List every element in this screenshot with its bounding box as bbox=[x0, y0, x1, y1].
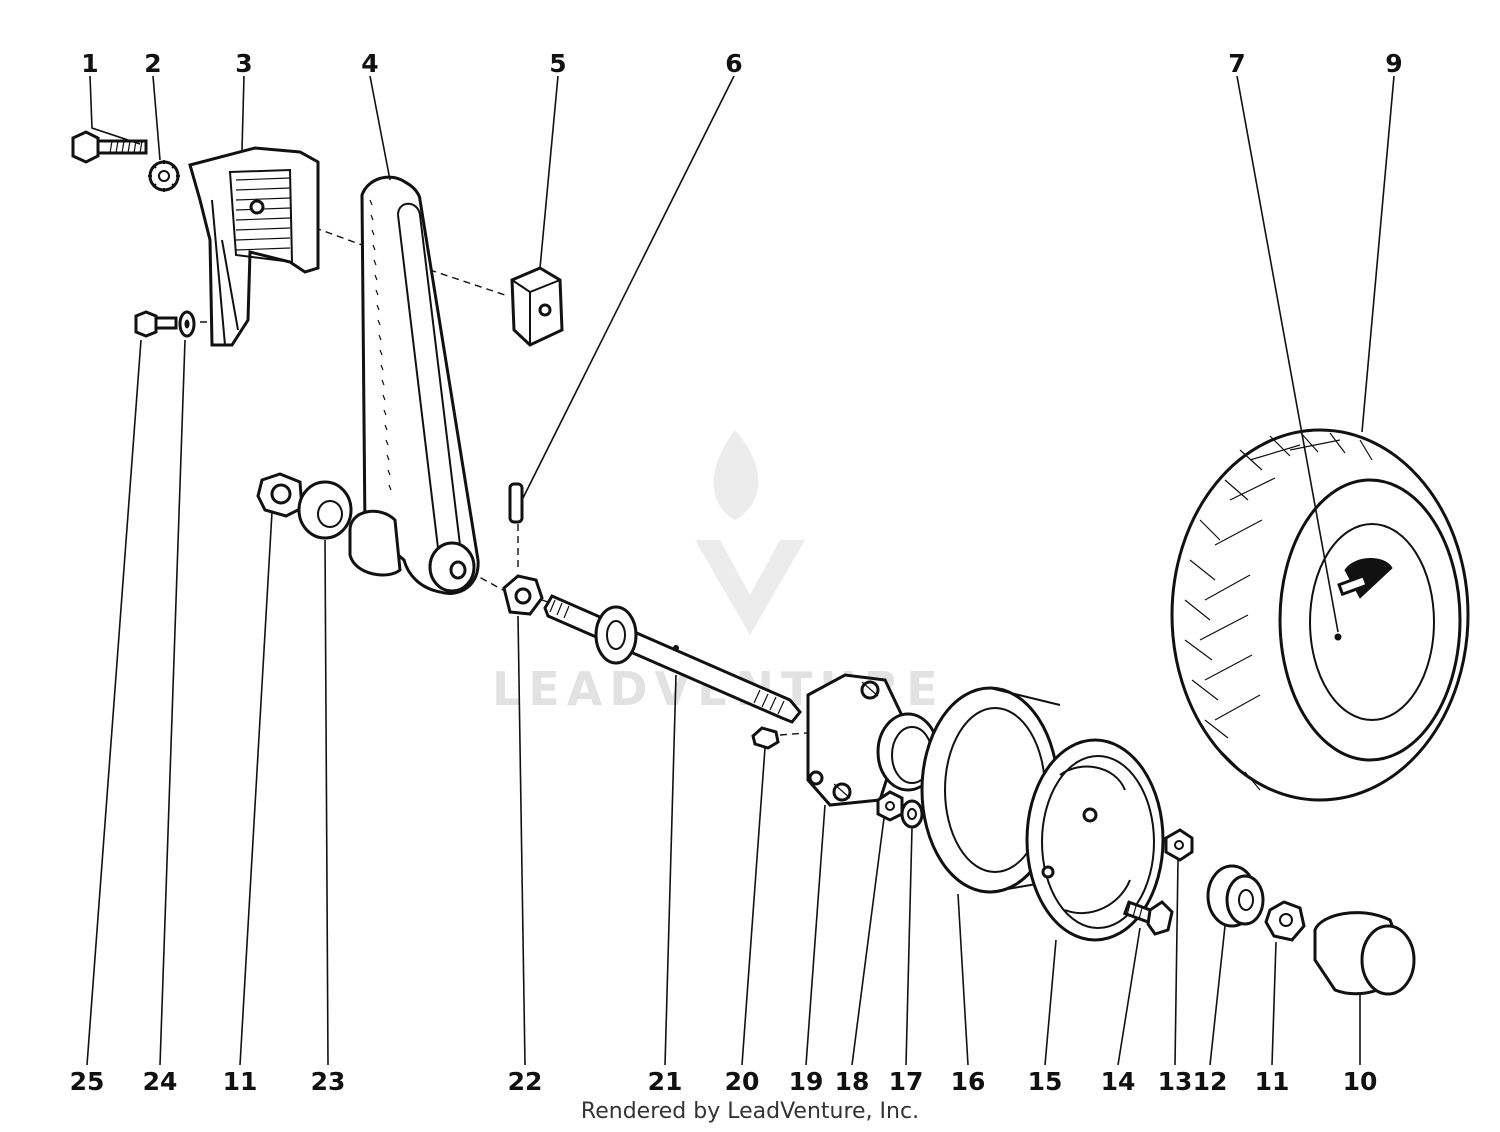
callout-9: 9 bbox=[1385, 49, 1402, 78]
tube-part-7[interactable] bbox=[1309, 523, 1435, 721]
callouts-top: 1 2 3 4 5 6 7 9 bbox=[81, 49, 1402, 78]
callout-2: 2 bbox=[144, 49, 161, 78]
callout-11-left: 11 bbox=[223, 1067, 258, 1096]
bolt-part-14[interactable] bbox=[1122, 900, 1174, 936]
callout-20: 20 bbox=[725, 1067, 760, 1096]
nut-part-11-right[interactable] bbox=[1264, 900, 1306, 942]
callout-12: 12 bbox=[1193, 1067, 1228, 1096]
bracket-part-3[interactable] bbox=[188, 146, 320, 347]
pin-part-6[interactable] bbox=[508, 482, 524, 524]
bolt-part-1[interactable] bbox=[71, 130, 148, 164]
nut-part-18[interactable] bbox=[876, 790, 904, 822]
callout-14: 14 bbox=[1101, 1067, 1136, 1096]
block-nut-part-5[interactable] bbox=[510, 266, 564, 347]
callout-7: 7 bbox=[1228, 49, 1245, 78]
callout-15: 15 bbox=[1028, 1067, 1063, 1096]
star-washer-part-2[interactable] bbox=[148, 160, 180, 192]
washer-part-24[interactable] bbox=[178, 310, 196, 338]
callout-16: 16 bbox=[951, 1067, 986, 1096]
bolt-part-25[interactable] bbox=[134, 310, 178, 338]
callout-19: 19 bbox=[789, 1067, 824, 1096]
nut-part-22[interactable] bbox=[502, 574, 544, 616]
cap-part-10[interactable] bbox=[1313, 911, 1416, 996]
leader-lines bbox=[86, 75, 1395, 1066]
nut-part-11-left[interactable] bbox=[256, 472, 304, 518]
axle-part-21[interactable] bbox=[543, 594, 802, 724]
callout-22: 22 bbox=[508, 1067, 543, 1096]
callout-24: 24 bbox=[143, 1067, 178, 1096]
bearing-part-12[interactable] bbox=[1206, 864, 1265, 928]
callout-4: 4 bbox=[361, 49, 378, 78]
slotted-arm-part-4[interactable] bbox=[348, 175, 480, 595]
callout-11-right: 11 bbox=[1255, 1067, 1290, 1096]
callouts-bottom: 25 24 11 23 22 21 20 19 18 17 16 15 14 1… bbox=[70, 1067, 1378, 1096]
callout-6: 6 bbox=[725, 49, 742, 78]
callout-5: 5 bbox=[549, 49, 566, 78]
callout-13: 13 bbox=[1158, 1067, 1193, 1096]
callout-10: 10 bbox=[1343, 1067, 1378, 1096]
nut-part-13[interactable] bbox=[1164, 828, 1194, 862]
callout-18: 18 bbox=[835, 1067, 870, 1096]
tire-part-9[interactable] bbox=[1170, 428, 1470, 802]
grease-fitting-part-20[interactable] bbox=[751, 726, 780, 750]
callout-23: 23 bbox=[311, 1067, 346, 1096]
credit-text: Rendered by LeadVenture, Inc. bbox=[581, 1099, 919, 1124]
callout-3: 3 bbox=[235, 49, 252, 78]
callout-21: 21 bbox=[648, 1067, 683, 1096]
callout-1: 1 bbox=[81, 49, 98, 78]
callout-17: 17 bbox=[889, 1067, 924, 1096]
rim-half-part-15[interactable] bbox=[1025, 738, 1165, 942]
callout-25: 25 bbox=[70, 1067, 105, 1096]
washer-part-17[interactable] bbox=[900, 799, 924, 829]
bushing-part-23[interactable] bbox=[297, 480, 353, 540]
